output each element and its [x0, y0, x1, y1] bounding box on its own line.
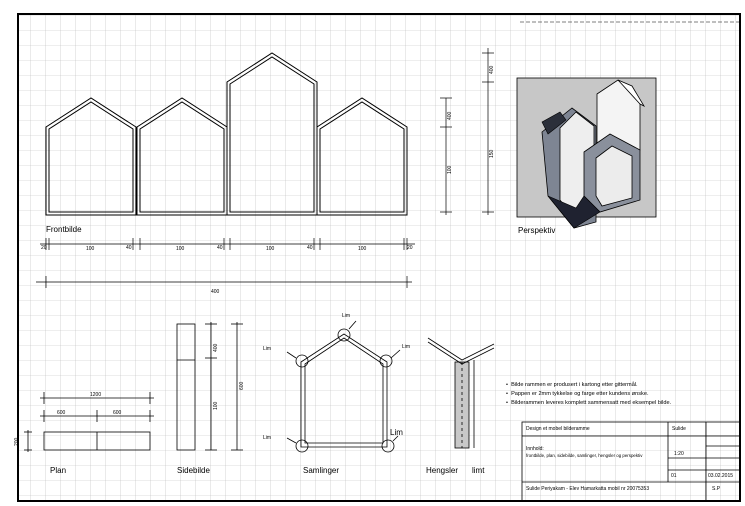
- assembly-label: Samlinger: [303, 466, 340, 475]
- note-item: • Pappen er 2mm tykkelse og farge etter …: [506, 391, 649, 397]
- front-dim-20a: 20: [41, 245, 47, 251]
- front-dim-40b: 40: [217, 245, 223, 251]
- title-block-scale: 1:20: [674, 451, 684, 457]
- perspective-label: Perspektiv: [518, 226, 556, 235]
- title-block-title: Design et mobel bilderamme: [526, 426, 590, 432]
- right-v-dim-2: 150: [489, 149, 495, 158]
- plan-half-a-dim: 600: [57, 410, 66, 416]
- plan-depth-dim: 200: [14, 437, 20, 446]
- hinges-label: Hengsler: [426, 466, 459, 475]
- note-item: • Bilderammen leveres komplett sammensat…: [506, 400, 672, 406]
- front-dim-40c: 40: [307, 245, 313, 251]
- lim-label-bottom-right: Lim: [390, 428, 403, 437]
- front-dim-20b: 20: [407, 245, 413, 251]
- vertical-dimension-lines: [440, 48, 494, 215]
- title-block-sheet-no: 01: [671, 473, 677, 479]
- sheet-frame: [17, 13, 741, 502]
- front-total-dim: 400: [211, 289, 220, 295]
- title-block-page-label: Sulide: [672, 426, 686, 432]
- glued-label: limt: [472, 466, 485, 475]
- front-view-label: Frontbilde: [46, 225, 82, 234]
- hinge-view-drawing: [427, 337, 495, 449]
- front-dim-100d: 100: [358, 246, 367, 252]
- plan-total-dim: 1200: [90, 392, 102, 398]
- title-block-date: 03.02.2015: [708, 473, 734, 479]
- side-v-dim-1: 400: [213, 343, 219, 352]
- front-dim-100b: 100: [176, 246, 185, 252]
- side-total-dim: 600: [239, 381, 245, 390]
- front-dim-100a: 100: [86, 246, 95, 252]
- plan-half-b-dim: 600: [113, 410, 122, 416]
- left-v-dim-1: 400: [447, 111, 453, 120]
- side-view-drawing: [176, 322, 243, 451]
- lim-label-right: Lim: [402, 344, 411, 350]
- plan-view-drawing: [24, 392, 154, 452]
- assembly-view-drawing: [286, 320, 401, 453]
- title-block-class-code: S.P: [712, 486, 721, 492]
- note-item: • Bilde rammen er produsert i kartong et…: [506, 382, 638, 388]
- side-label: Sidebilde: [177, 466, 210, 475]
- lim-label-left: Lim: [263, 346, 272, 352]
- right-v-dim-1: 400: [489, 65, 495, 74]
- title-block-student: Sulide Periyakam - Elev Hamarkatta mobil…: [526, 486, 650, 492]
- front-dim-100c: 100: [266, 246, 275, 252]
- title-block-content-heading: Innhold:: [526, 446, 544, 452]
- title-block-content-text: frontbilde, plan, sidebilde, samlinger, …: [526, 453, 643, 458]
- plan-label: Plan: [50, 466, 67, 475]
- front-view-drawing: [45, 52, 408, 216]
- left-v-dim-2: 100: [447, 165, 453, 174]
- perspective-render: [516, 77, 657, 229]
- side-v-dim-2: 100: [213, 401, 219, 410]
- title-block: [521, 421, 741, 502]
- front-dim-40a: 40: [126, 245, 132, 251]
- lim-label-bottom-left: Lim: [263, 435, 272, 441]
- front-dimension-lines: [36, 238, 415, 288]
- lim-label-top: Lim: [342, 313, 351, 319]
